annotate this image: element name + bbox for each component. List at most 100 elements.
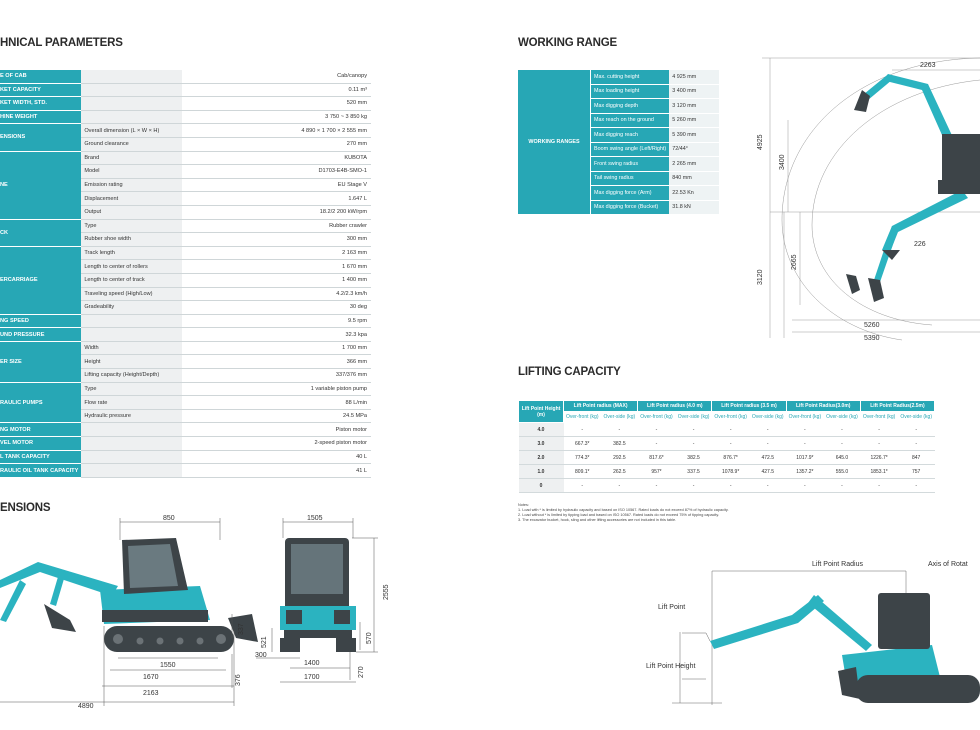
- tech-subparam: Height: [81, 354, 183, 370]
- tech-category: ERCARRIAGE: [0, 246, 82, 315]
- tech-subparam: Flow rate: [81, 395, 183, 410]
- lifting-cell: 1226.7*: [860, 450, 898, 465]
- working-value: 3 400 mm: [669, 84, 720, 99]
- lifting-height: 2.0: [518, 450, 564, 465]
- lifting-cell: 262.5: [601, 464, 638, 479]
- tech-value: Piston motor: [182, 422, 371, 438]
- lifting-sub-front: Over-front (kg): [859, 411, 899, 423]
- tech-subparam-empty: [81, 327, 183, 342]
- lifting-cell: -: [711, 436, 750, 451]
- tech-category: KET CAPACITY: [0, 83, 82, 98]
- label-lift-point-height: Lift Point Height: [646, 663, 695, 670]
- tech-value: 88 L/min: [182, 395, 371, 410]
- lifting-cell: -: [601, 422, 638, 437]
- tech-value: EU Stage V: [182, 178, 371, 193]
- working-value: 4 925 mm: [669, 70, 720, 85]
- working-category: WORKING RANGES: [518, 70, 591, 215]
- lifting-sub-front: Over-front (kg): [785, 411, 825, 423]
- tech-value: 24.5 MPa: [182, 409, 371, 424]
- tech-subparam: Track length: [81, 246, 183, 261]
- tech-subparam: Traveling speed (High/Low): [81, 287, 183, 302]
- tech-value: 300 mm: [182, 232, 371, 247]
- dim-270: 270: [358, 666, 365, 678]
- lifting-corner: Lift Point Height (m): [518, 400, 564, 423]
- tech-subparam-empty: [81, 96, 183, 111]
- tech-category: VEL MOTOR: [0, 436, 82, 451]
- tech-row: Traveling speed (High/Low)4.2/2.3 km/h: [0, 287, 371, 302]
- lifting-cell: -: [860, 478, 898, 493]
- wr-dim-2263: 2263: [920, 62, 936, 69]
- lifting-cell: -: [823, 422, 861, 437]
- lifting-cell: 757: [897, 464, 935, 479]
- lifting-height: 0: [518, 478, 564, 493]
- tech-subparam: Output: [81, 205, 183, 220]
- tech-subparam: Hydraulic pressure: [81, 409, 183, 424]
- lifting-cell: 1017.9*: [786, 450, 824, 465]
- lifting-cell: 876.7*: [711, 450, 750, 465]
- lifting-cell: 774.3*: [563, 450, 602, 465]
- working-param: Max digging depth: [590, 98, 670, 114]
- lifting-sub-front: Over-front (kg): [711, 411, 750, 423]
- lifting-cell: 382.5: [601, 436, 638, 451]
- label-axis-of-rotation: Axis of Rotat: [928, 561, 968, 568]
- tech-value: 1 670 mm: [182, 259, 371, 274]
- tech-subparam: Model: [81, 164, 183, 179]
- front-view-excavator: [280, 538, 356, 652]
- tech-value: 520 mm: [182, 96, 371, 111]
- lifting-subheader-row: Over-front (kg)Over-side (kg)Over-front …: [519, 411, 936, 423]
- lifting-group-header: Lift Point radius (3.5 m): [711, 400, 787, 412]
- lifting-cell: -: [563, 422, 602, 437]
- tech-value: KUBOTA: [182, 151, 371, 166]
- dim-4890: 4890: [78, 703, 94, 710]
- lifting-cell: 847: [897, 450, 935, 465]
- working-param: Max digging force (Bucket): [590, 200, 670, 215]
- lifting-group-header: Lift Point radius (MAX): [562, 400, 639, 412]
- working-param: Front swing radius: [590, 156, 670, 172]
- dim-1400: 1400: [304, 660, 320, 667]
- dim-300: 300: [255, 652, 267, 659]
- dimensions-title: ENSIONS: [0, 502, 51, 514]
- working-param: Boom swing angle (Left/Right): [590, 142, 670, 157]
- working-value: 5 390 mm: [669, 127, 720, 143]
- tech-value: 1 400 mm: [182, 273, 371, 288]
- dim-376: 376: [235, 674, 242, 686]
- tech-subparam: Gradeability: [81, 300, 183, 315]
- lifting-cell: -: [675, 478, 712, 493]
- dim-1550: 1550: [160, 662, 176, 669]
- lifting-sub-side: Over-side (kg): [823, 411, 861, 423]
- tech-value: 1 700 mm: [182, 341, 371, 356]
- lifting-cell: -: [786, 422, 824, 437]
- tech-value: 4 890 × 1 700 × 2 555 mm: [182, 123, 371, 138]
- tech-subparam: Width: [81, 341, 183, 356]
- lifting-cell: -: [563, 478, 602, 493]
- lifting-cell: 809.1*: [563, 464, 602, 479]
- dim-570: 570: [366, 632, 373, 644]
- lifting-cell: 427.5: [749, 464, 787, 479]
- tech-category: NG MOTOR: [0, 422, 82, 438]
- tech-category: ER SIZE: [0, 341, 82, 383]
- tech-value: 4.2/2.3 km/h: [182, 287, 371, 302]
- tech-subparam-empty: [81, 450, 183, 465]
- lifting-height: 1.0: [518, 464, 564, 479]
- label-lift-point-radius: Lift Point Radius: [812, 561, 863, 568]
- tech-row: KET WIDTH, STD.520 mm: [0, 96, 371, 111]
- lifting-sub-side: Over-side (kg): [748, 411, 787, 423]
- lifting-cell: -: [749, 478, 787, 493]
- tech-value: 3 750 ~ 3 850 kg: [182, 110, 371, 125]
- lifting-cell: 555.0: [823, 464, 861, 479]
- working-value: 22.53 Kn: [669, 185, 720, 201]
- tech-subparam: Length to center of rollers: [81, 259, 183, 274]
